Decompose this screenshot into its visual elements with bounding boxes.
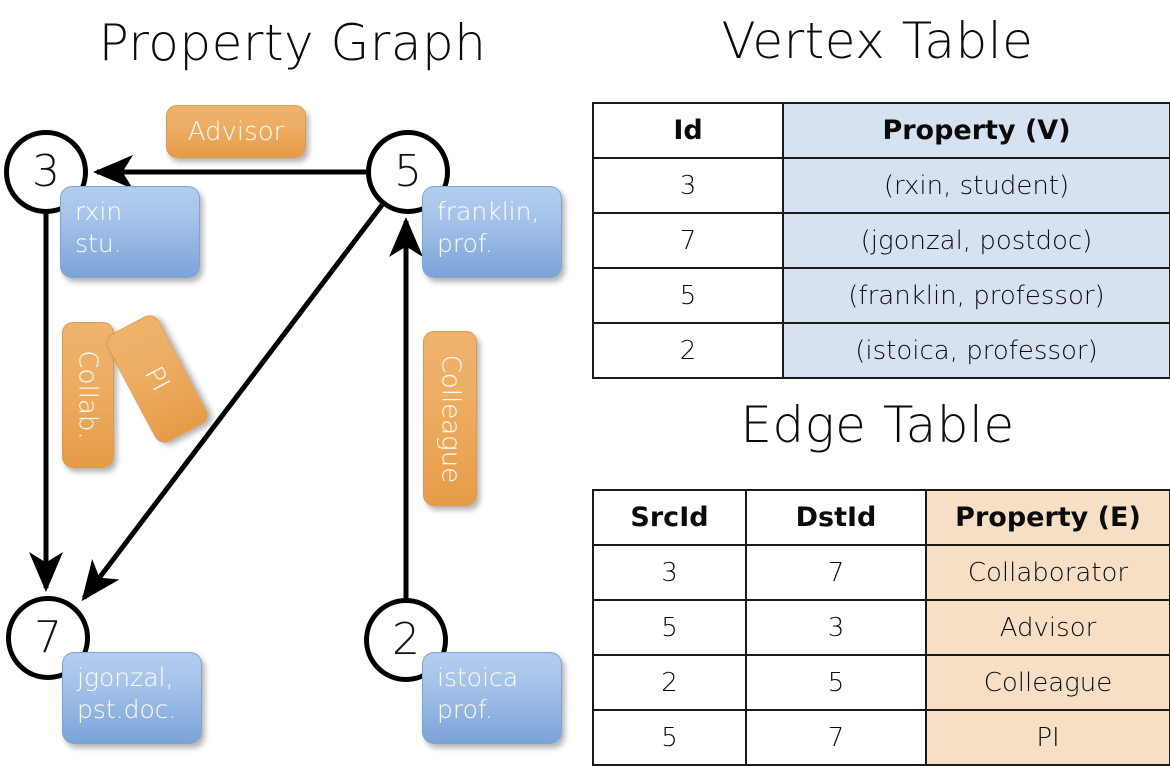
graph-node-2-id: 2 <box>392 614 420 665</box>
edge-row-property: Advisor <box>925 599 1170 656</box>
edge-row-property: PI <box>925 709 1170 766</box>
edge-label-colleague-text: Colleague <box>435 354 466 483</box>
property-graph-diagram: 3 5 7 2 rxin stu. franklin, prof. jgonza… <box>0 0 585 760</box>
page-title-edge-table: Edge Table <box>740 396 1015 454</box>
vertex-row-property: (istoica, professor) <box>782 322 1170 379</box>
node-property-line1: rxin <box>75 197 123 226</box>
edge-row-dstid: 3 <box>745 599 927 656</box>
node-property-box-rxin: rxin stu. <box>60 186 200 278</box>
edge-row-property: Colleague <box>925 654 1170 711</box>
vertex-table-header-row: Id Property (V) <box>592 102 1170 159</box>
edge-label-advisor-text: Advisor <box>187 116 285 147</box>
edge-table-header-row: SrcId DstId Property (E) <box>592 489 1170 546</box>
edge-label-collab-text: Collab. <box>73 350 103 440</box>
edge-table-header-dstid: DstId <box>745 489 927 546</box>
vertex-row-property: (rxin, student) <box>782 157 1170 214</box>
edge-arrow-pi <box>81 203 384 602</box>
table-row: 3 7 Collaborator <box>592 544 1170 601</box>
graph-edge-arrows <box>29 155 423 602</box>
page-title-property-graph: Property Graph <box>98 14 487 72</box>
node-property-line1: jgonzal, <box>77 663 174 692</box>
edge-row-srcid: 2 <box>592 654 747 711</box>
table-row: 3 (rxin, student) <box>592 157 1170 214</box>
node-property-line2: stu. <box>75 229 122 258</box>
table-row: 2 5 Colleague <box>592 654 1170 711</box>
graph-node-3-id: 3 <box>32 146 60 197</box>
edge-row-property: Collaborator <box>925 544 1170 601</box>
vertex-row-id: 2 <box>592 322 784 379</box>
table-row: 2 (istoica, professor) <box>592 322 1170 379</box>
table-row: 7 (jgonzal, postdoc) <box>592 212 1170 269</box>
vertex-table-header-id: Id <box>592 102 784 159</box>
vertex-row-id: 7 <box>592 212 784 269</box>
table-row: 5 3 Advisor <box>592 599 1170 656</box>
edge-row-dstid: 7 <box>745 544 927 601</box>
edge-row-srcid: 5 <box>592 599 747 656</box>
vertex-row-property: (jgonzal, postdoc) <box>782 212 1170 269</box>
edge-table: SrcId DstId Property (E) 3 7 Collaborato… <box>592 489 1170 766</box>
edge-row-dstid: 5 <box>745 654 927 711</box>
node-property-line2: prof. <box>437 695 493 724</box>
edge-row-srcid: 5 <box>592 709 747 766</box>
graph-node-7-id: 7 <box>34 612 62 663</box>
node-property-box-franklin: franklin, prof. <box>422 186 562 278</box>
table-row: 5 (franklin, professor) <box>592 267 1170 324</box>
node-property-line1: istoica <box>437 663 519 692</box>
edge-table-header-srcid: SrcId <box>592 489 747 546</box>
node-property-box-istoica: istoica prof. <box>422 652 562 744</box>
edge-label-pi-text: PI <box>138 361 176 397</box>
table-row: 5 7 PI <box>592 709 1170 766</box>
vertex-row-property: (franklin, professor) <box>782 267 1170 324</box>
edge-row-srcid: 3 <box>592 544 747 601</box>
page-title-vertex-table: Vertex Table <box>721 12 1034 70</box>
edge-label-colleague: Colleague <box>423 331 477 506</box>
edge-table-header-property: Property (E) <box>925 489 1170 546</box>
graph-node-5[interactable]: 5 <box>366 130 450 214</box>
vertex-row-id: 5 <box>592 267 784 324</box>
graph-node-5-id: 5 <box>394 146 422 197</box>
vertex-table-header-property: Property (V) <box>782 102 1170 159</box>
vertex-row-id: 3 <box>592 157 784 214</box>
vertex-table: Id Property (V) 3 (rxin, student) 7 (jgo… <box>592 102 1170 379</box>
node-property-line2: prof. <box>437 229 493 258</box>
node-property-line1: franklin, <box>437 197 540 226</box>
edge-label-advisor: Advisor <box>166 105 306 158</box>
edge-row-dstid: 7 <box>745 709 927 766</box>
node-property-line2: pst.doc. <box>77 695 177 724</box>
graph-node-2[interactable]: 2 <box>364 598 448 682</box>
node-property-box-jgonzal: jgonzal, pst.doc. <box>62 652 202 744</box>
edge-label-collab: Collab. <box>62 322 114 468</box>
